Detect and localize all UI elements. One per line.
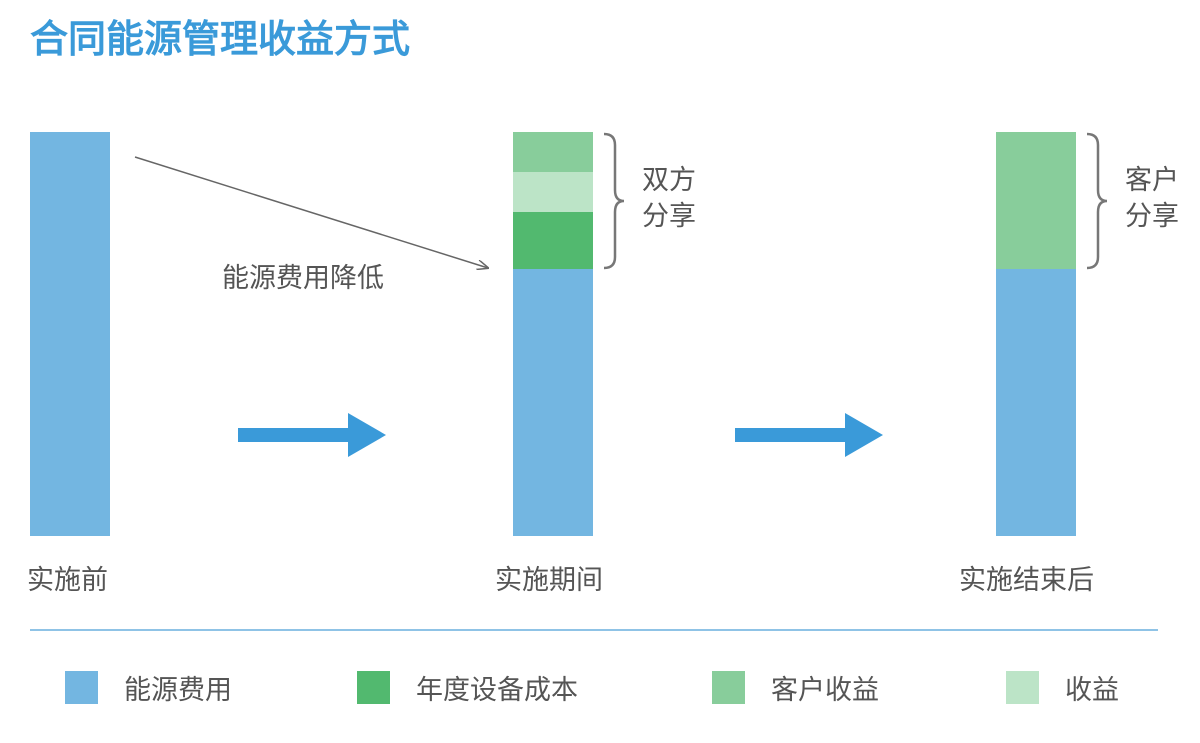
segment-equipment-cost <box>513 212 593 269</box>
legend-item-energy-cost: 能源费用 <box>65 670 232 706</box>
legend-item-customer-benefit: 客户收益 <box>712 670 879 706</box>
brace-after <box>1086 132 1108 270</box>
stage-label-during: 实施期间 <box>495 565 603 596</box>
segment-energy-cost <box>513 269 593 536</box>
page-title: 合同能源管理收益方式 <box>30 17 411 61</box>
stage-label-after: 实施结束后 <box>959 565 1094 596</box>
segment-customer-benefit <box>513 132 593 172</box>
bar-after <box>996 132 1076 536</box>
brace-label-line: 分享 <box>642 201 696 232</box>
brace-label-line: 双方 <box>642 165 696 196</box>
divider <box>30 629 1158 631</box>
legend-label: 年度设备成本 <box>416 674 578 706</box>
segment-customer-benefit <box>996 132 1076 269</box>
legend-item-revenue: 收益 <box>1006 670 1119 706</box>
legend-swatch <box>712 670 745 704</box>
transition-arrow-icon <box>238 413 386 457</box>
legend-label: 能源费用 <box>124 674 232 706</box>
segment-energy-cost <box>30 132 110 536</box>
legend-label: 客户收益 <box>771 674 879 706</box>
transition-arrow-icon <box>735 413 883 457</box>
legend-swatch <box>357 670 390 704</box>
brace-label-after: 客户 分享 <box>1125 163 1179 235</box>
legend-swatch <box>1006 670 1039 704</box>
brace-label-line: 客户 <box>1125 165 1179 196</box>
brace-label-line: 分享 <box>1125 201 1179 232</box>
legend-swatch <box>65 670 98 704</box>
energy-reduction-label: 能源费用降低 <box>222 263 384 294</box>
stage-label-before: 实施前 <box>27 565 108 596</box>
brace-during <box>603 132 625 270</box>
reduction-arrow <box>134 156 488 268</box>
legend-item-equipment-cost: 年度设备成本 <box>357 670 578 706</box>
segment-energy-cost <box>996 269 1076 536</box>
bar-during <box>513 132 593 536</box>
brace-label-during: 双方 分享 <box>642 163 696 235</box>
legend-label: 收益 <box>1065 674 1119 706</box>
segment-revenue <box>513 172 593 212</box>
bar-before <box>30 132 110 536</box>
